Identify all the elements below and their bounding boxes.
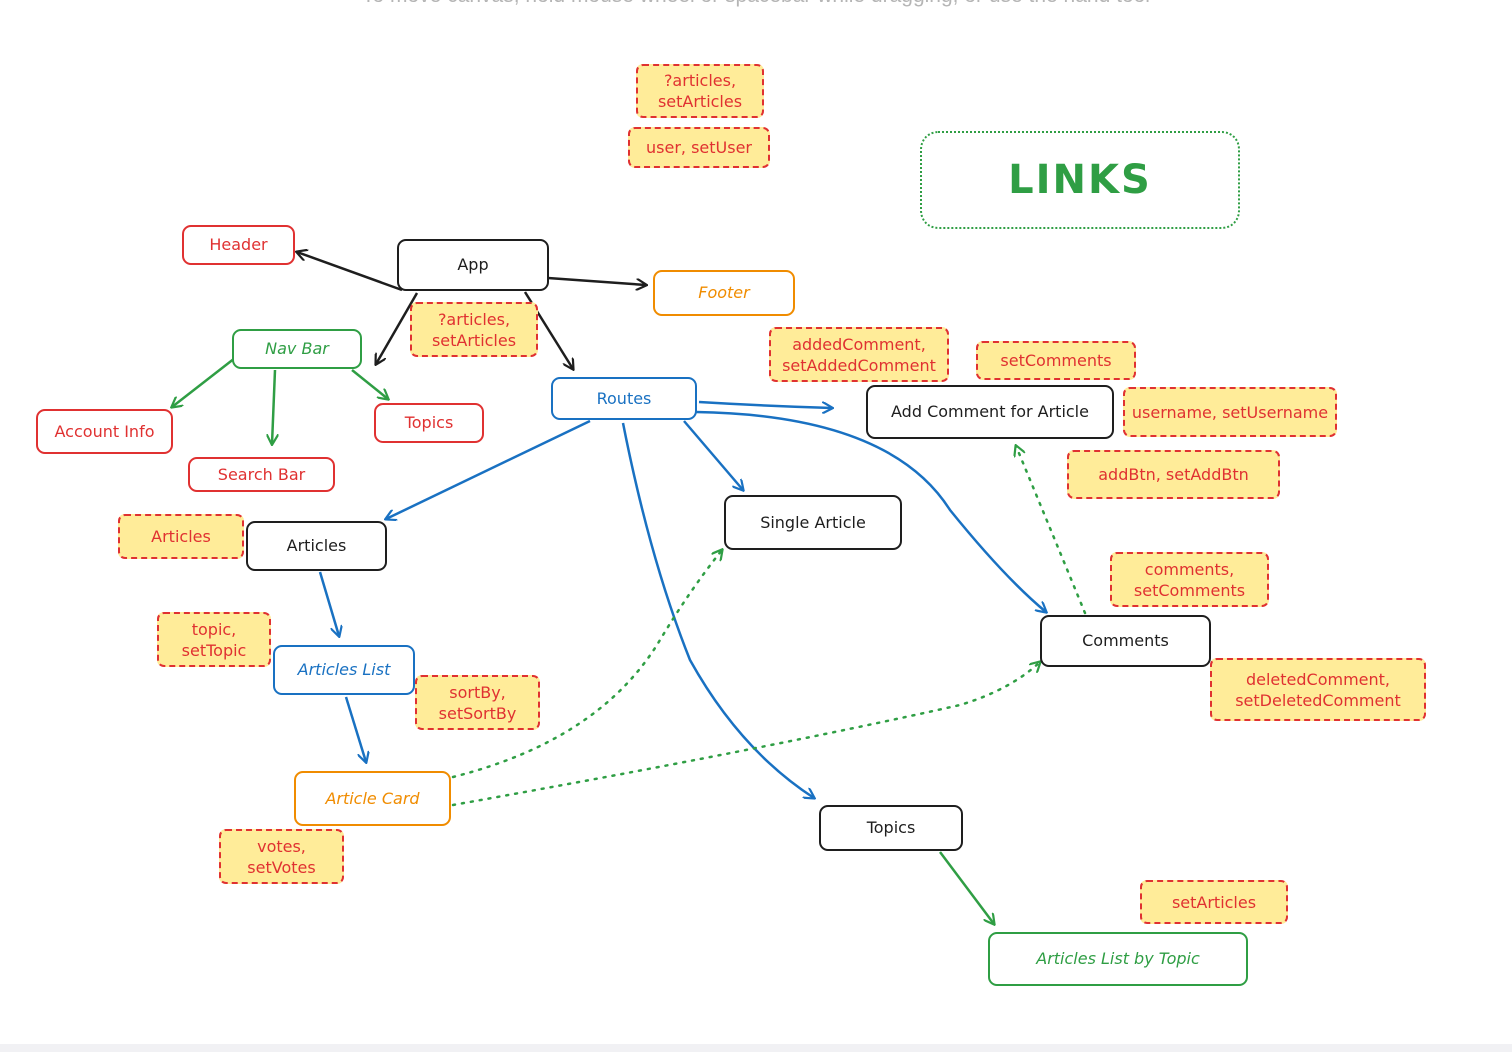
state-comments[interactable]: comments, setComments bbox=[1110, 552, 1269, 607]
arrow-app-header bbox=[297, 252, 403, 292]
arrow-topics-bytopic bbox=[939, 851, 994, 924]
node-app[interactable]: App bbox=[397, 239, 549, 291]
canvas-hint: To move canvas, hold mouse wheel or spac… bbox=[0, 0, 1512, 8]
state-app-articles[interactable]: ?articles, setArticles bbox=[410, 302, 538, 357]
link-comments-addcomment bbox=[1016, 446, 1087, 615]
link-card-comments bbox=[451, 662, 1040, 807]
state-articles[interactable]: Articles bbox=[118, 514, 244, 559]
node-account-info[interactable]: Account Info bbox=[36, 409, 173, 454]
state-topic[interactable]: topic, setTopic bbox=[157, 612, 271, 667]
node-single-article[interactable]: Single Article bbox=[724, 495, 902, 550]
node-search-bar[interactable]: Search Bar bbox=[188, 457, 335, 492]
link-card-single bbox=[451, 550, 722, 779]
state-set-articles[interactable]: setArticles bbox=[1140, 880, 1288, 924]
arrow-routes-addcomment bbox=[698, 400, 832, 408]
node-comments[interactable]: Comments bbox=[1040, 615, 1211, 667]
node-article-card[interactable]: Article Card bbox=[294, 771, 451, 826]
arrow-articles-list bbox=[318, 571, 339, 636]
arrow-list-card bbox=[344, 696, 366, 762]
state-top-articles[interactable]: ?articles, setArticles bbox=[636, 64, 764, 118]
node-articles[interactable]: Articles bbox=[246, 521, 387, 571]
state-deleted-comment[interactable]: deletedComment, setDeletedComment bbox=[1210, 658, 1426, 721]
arrow-app-footer bbox=[547, 276, 646, 285]
node-header[interactable]: Header bbox=[182, 225, 295, 265]
node-routes[interactable]: Routes bbox=[551, 377, 697, 420]
state-sort-by[interactable]: sortBy, setSortBy bbox=[415, 675, 540, 730]
state-username[interactable]: username, setUsername bbox=[1123, 387, 1337, 437]
state-top-user[interactable]: user, setUser bbox=[628, 127, 770, 168]
arrow-routes-articles bbox=[386, 419, 591, 519]
node-articles-by-topic[interactable]: Articles List by Topic bbox=[988, 932, 1248, 986]
arrow-routes-comments bbox=[695, 410, 1046, 612]
bottom-scroll-area bbox=[0, 1044, 1512, 1052]
node-footer[interactable]: Footer bbox=[653, 270, 795, 316]
state-set-comments[interactable]: setComments bbox=[976, 341, 1136, 380]
node-topics[interactable]: Topics bbox=[819, 805, 963, 851]
links-label: LINKS bbox=[1008, 157, 1152, 203]
node-topics-nav[interactable]: Topics bbox=[374, 403, 484, 443]
state-votes[interactable]: votes, setVotes bbox=[219, 829, 344, 884]
node-add-comment[interactable]: Add Comment for Article bbox=[866, 385, 1114, 439]
node-nav-bar[interactable]: Nav Bar bbox=[232, 329, 362, 369]
links-box[interactable]: LINKS bbox=[920, 131, 1240, 229]
arrow-navbar-search bbox=[272, 369, 275, 444]
arrow-navbar-account bbox=[172, 357, 236, 407]
state-add-btn[interactable]: addBtn, setAddBtn bbox=[1067, 450, 1280, 499]
arrow-navbar-topics bbox=[351, 369, 388, 399]
arrow-routes-topics bbox=[621, 422, 814, 798]
node-articles-list[interactable]: Articles List bbox=[273, 645, 415, 695]
arrow-routes-single bbox=[683, 420, 743, 490]
state-added-comment[interactable]: addedComment, setAddedComment bbox=[769, 327, 949, 382]
